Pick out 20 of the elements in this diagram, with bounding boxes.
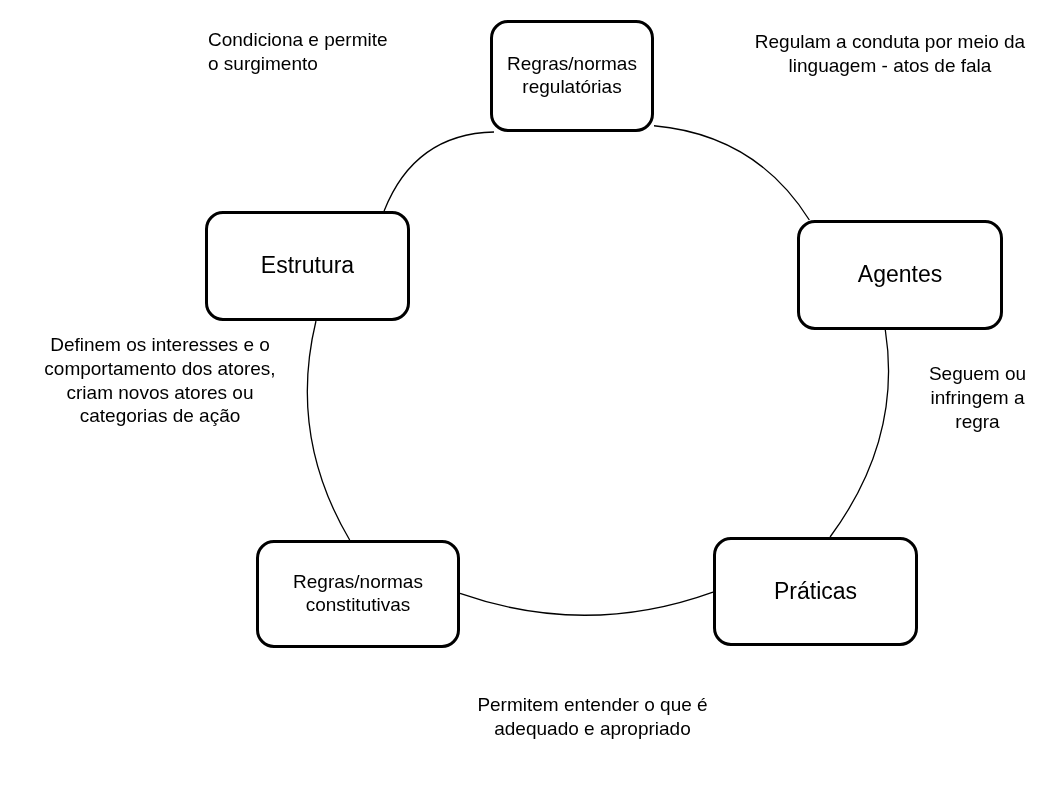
edge-label: Permitem entender o que é adequado e apropriado	[476, 693, 709, 741]
node-label: Práticas	[773, 577, 858, 606]
rounded-box	[797, 220, 1003, 330]
edge-label: Definem os interesses e o comportamento dos atores, criam novos atores ou categorias de ação	[43, 333, 277, 428]
connector-arc	[829, 329, 890, 538]
node-label: Regras/normas regulatórias	[506, 53, 638, 99]
connector-arc	[383, 131, 495, 212]
rounded-box	[490, 20, 654, 132]
rounded-box	[256, 540, 460, 648]
rounded-box	[205, 211, 410, 321]
edge-label: Regulam a conduta por meio da linguagem - atos de fala	[753, 30, 1027, 78]
connector-arc	[653, 125, 810, 221]
edge-label: Condiciona e permite o surgimento	[208, 28, 389, 76]
connector-arc	[306, 320, 351, 541]
node-label: Regras/normas constitutivas	[292, 571, 424, 617]
node-label: Estrutura	[260, 252, 355, 280]
edge-label: Seguem ou infringem a regra	[927, 362, 1028, 434]
node-label: Agentes	[857, 261, 943, 289]
connector-arc	[459, 591, 714, 616]
rounded-box	[713, 537, 918, 646]
